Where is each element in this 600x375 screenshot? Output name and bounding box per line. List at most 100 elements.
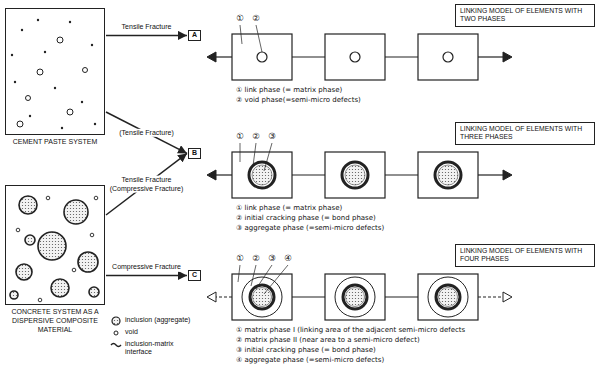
cement-grain <box>37 19 39 21</box>
void-circle <box>443 52 453 62</box>
model-title: LINKING MODEL OF ELEMENTS WITH FOUR PHAS… <box>460 247 590 264</box>
concrete-box: CONCRETE SYSTEM AS A DISPERSIVE COMPOSIT… <box>5 185 105 334</box>
void-symbol <box>46 196 50 200</box>
link-line <box>385 174 418 175</box>
callout-number: ② <box>252 131 260 141</box>
model-title: LINKING MODEL OF ELEMENTS WITH THREE PHA… <box>460 125 590 142</box>
phase-description: ② void phase(=semi-micro defects) <box>236 96 361 104</box>
load-line <box>215 174 232 175</box>
aggregate-inclusion <box>51 279 69 297</box>
element-square <box>325 152 385 198</box>
element-square <box>418 152 478 198</box>
cement-grain <box>94 123 96 125</box>
phase-description: ① link phase (= matrix phase) <box>236 204 342 212</box>
aggregate-circle <box>252 165 272 185</box>
element-square <box>325 274 385 320</box>
fracture-label: Compressive Fracture <box>111 263 182 271</box>
legend-row: void <box>110 328 202 338</box>
system-frame <box>5 185 105 305</box>
callout-number: ③ <box>268 131 276 141</box>
cement-grain <box>29 115 31 117</box>
phase-description: ① link phase (= matrix phase) <box>236 86 342 94</box>
void-symbol <box>94 196 98 200</box>
bond-ring <box>343 285 367 309</box>
element-square <box>232 274 292 320</box>
legend-row: inclusion (aggregate) <box>110 316 202 326</box>
leader-line <box>253 143 256 166</box>
aggregate-inclusion <box>78 252 98 272</box>
legend-text: inclusion (aggregate) <box>125 316 190 324</box>
load-line <box>215 296 232 297</box>
load-arrowhead <box>207 52 216 62</box>
aggregate-inclusion <box>64 200 88 224</box>
matrix-ii-zone <box>428 277 468 317</box>
load-arrowhead <box>207 292 216 302</box>
panel-letter: C <box>188 270 201 281</box>
cement-grain <box>11 54 13 56</box>
linking-chain <box>207 265 512 320</box>
cement-grain <box>54 87 56 89</box>
cement-grain <box>44 51 46 53</box>
element-square <box>418 274 478 320</box>
phase-description: ③ aggregate phase (=semi-micro defects) <box>236 224 384 232</box>
legend-sample <box>110 316 122 326</box>
leader-line <box>240 143 241 162</box>
linking-chain <box>207 143 512 198</box>
aggregate-circle <box>438 165 458 185</box>
legend-text: inclusion-matrix interface <box>125 340 202 357</box>
panel-letter: A <box>188 30 201 41</box>
panel-letter-text: C <box>192 271 197 280</box>
load-line <box>478 56 504 57</box>
leader-line <box>251 265 256 286</box>
link-line <box>385 296 418 297</box>
element-square <box>418 34 478 80</box>
legend-sample <box>110 328 122 338</box>
void-symbol <box>17 121 23 127</box>
panel-letter-text: A <box>192 31 197 40</box>
cement-grain <box>69 21 71 23</box>
element-square <box>232 34 292 80</box>
aggregate-circle <box>345 165 365 185</box>
title-box: LINKING MODEL OF ELEMENTS WITH TWO PHASE… <box>455 4 595 27</box>
legend-row: inclusion-matrix interface <box>110 340 202 357</box>
fracture-arrow <box>106 35 187 37</box>
callout-number: ① <box>236 253 244 263</box>
aggregate-inclusion <box>16 264 32 280</box>
fracture-label: (Tensile Fracture) <box>118 128 174 136</box>
fracture-arrow <box>106 112 187 153</box>
void-symbol <box>57 37 63 43</box>
panel-letter-text: B <box>192 149 197 158</box>
load-line <box>478 296 504 297</box>
phase-description: ② initial cracking phase (= bond phase) <box>236 214 376 222</box>
cement-grain <box>21 29 23 31</box>
load-arrowhead <box>503 52 512 62</box>
phase-description: ③ initial cracking phase (= bond phase) <box>236 346 376 354</box>
aggregate-circle <box>253 288 272 307</box>
load-arrowhead <box>503 170 512 180</box>
system-caption: CONCRETE SYSTEM AS A DISPERSIVE COMPOSIT… <box>5 308 105 334</box>
aggregate-inclusion <box>10 291 18 299</box>
legend-sample <box>110 340 122 350</box>
void-circle <box>257 52 267 62</box>
aggregate-circle <box>439 288 458 307</box>
legend: inclusion (aggregate) void inclusion-matri… <box>110 316 202 359</box>
aggregate-inclusion <box>38 232 66 260</box>
void-symbol <box>90 233 94 237</box>
bond-ring <box>436 285 460 309</box>
cement-grain <box>14 81 16 83</box>
legend-text: void <box>125 328 138 336</box>
void-symbol <box>83 68 88 73</box>
phase-description: ② matrix phase II (near area to a semi-m… <box>236 336 420 344</box>
connector-group <box>106 35 187 275</box>
leader-line <box>240 25 242 44</box>
fracture-label: Tensile Fracture (Compressive Fracture) <box>106 176 188 193</box>
linking-chain <box>207 25 512 80</box>
link-line <box>292 296 325 297</box>
illustration-group <box>10 19 512 320</box>
element-square <box>325 34 385 80</box>
void-symbol <box>26 96 31 101</box>
void-symbol <box>67 109 73 115</box>
fracture-arrow <box>106 275 187 277</box>
aggregate-inclusion <box>89 287 99 297</box>
